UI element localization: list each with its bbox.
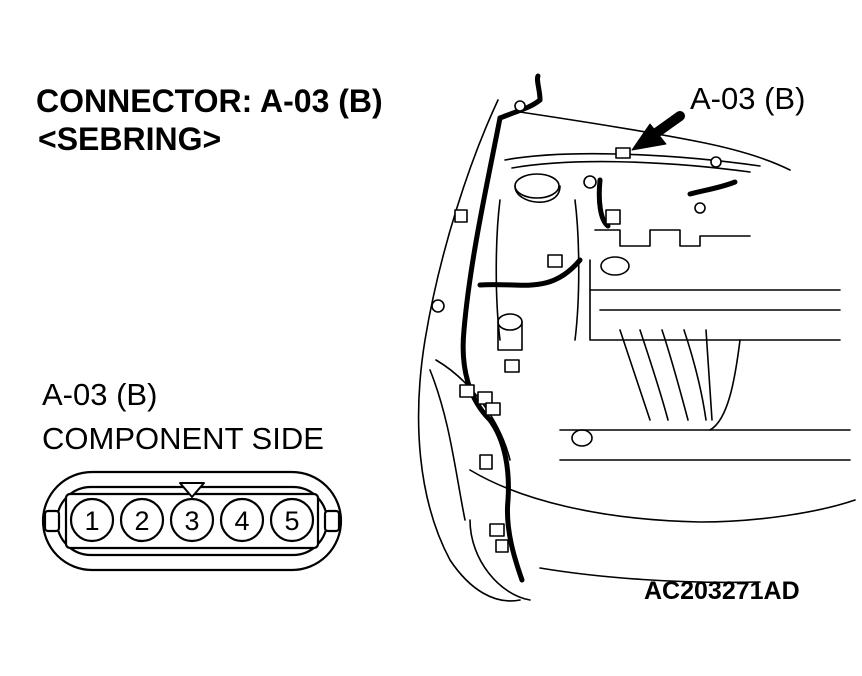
wiring-harness bbox=[460, 73, 738, 583]
callout-arrow bbox=[631, 111, 685, 151]
connector-pins: 1 2 3 4 5 bbox=[69, 497, 315, 543]
callout-label: A-03 (B) bbox=[690, 81, 806, 116]
reservoir bbox=[495, 173, 580, 351]
pin-3: 3 bbox=[169, 497, 215, 543]
pin-2: 2 bbox=[119, 497, 165, 543]
pin-4: 4 bbox=[219, 497, 265, 543]
pin-label: 2 bbox=[134, 506, 149, 536]
title-connector: CONNECTOR: A-03 (B) bbox=[36, 83, 383, 119]
connector-name: A-03 (B) bbox=[42, 377, 158, 412]
pin-1: 1 bbox=[69, 497, 115, 543]
figure-code: AC203271AD bbox=[644, 577, 800, 605]
body-outline bbox=[417, 99, 856, 602]
small-connectors bbox=[431, 100, 722, 553]
pin-label: 1 bbox=[84, 506, 99, 536]
title-model: <SEBRING> bbox=[38, 121, 222, 157]
pin-label: 5 bbox=[284, 506, 299, 536]
engine-block bbox=[559, 229, 851, 461]
pin-5: 5 bbox=[269, 497, 315, 543]
pin-label: 3 bbox=[184, 506, 199, 536]
pin-label: 4 bbox=[234, 506, 249, 536]
connector-side: COMPONENT SIDE bbox=[42, 421, 324, 456]
